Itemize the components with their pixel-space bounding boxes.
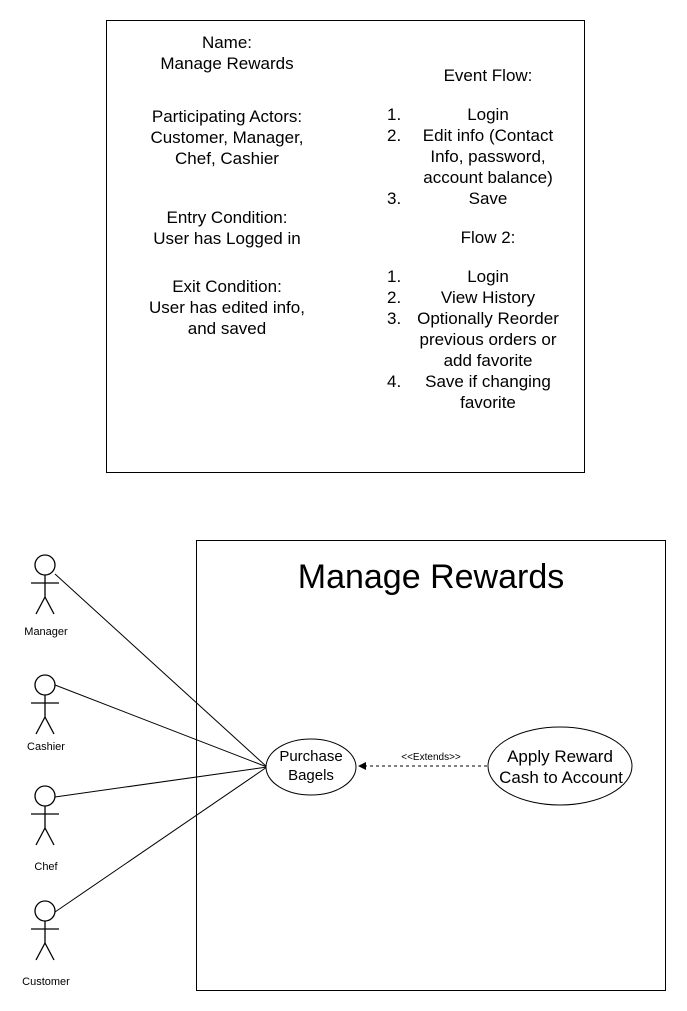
entry-condition-label: Entry Condition: — [166, 208, 288, 227]
event-flow-step-number: 2. — [387, 126, 402, 145]
actor-cashier: Cashier — [27, 674, 65, 753]
name-label: Name: — [201, 33, 253, 52]
use-case-specification-card: Name: Manage Rewards Participating Actor… — [106, 20, 585, 473]
event-flow-step-text: account balance) — [423, 168, 553, 187]
stick-figure-icon — [31, 785, 59, 846]
system-boundary — [196, 540, 666, 991]
event-flow-step-text: Edit info (Contact — [422, 126, 554, 145]
use-case-name: Manage Rewards — [160, 54, 294, 73]
association-chef — [54, 766, 268, 798]
flow-2-title: Flow 2: — [460, 228, 516, 247]
flow-2-step-text: favorite — [460, 393, 516, 412]
actor-label: Chef — [34, 861, 58, 873]
flow-2-step-text: Login — [467, 267, 509, 286]
stick-figure-icon — [31, 900, 59, 961]
exit-condition-line-2: and saved — [187, 319, 267, 338]
event-flow-step-number: 1. — [387, 105, 402, 124]
system-title: Manage Rewards — [298, 558, 564, 596]
event-flow-step-text: Save — [468, 189, 508, 208]
association-customer — [54, 766, 268, 913]
actor-label: Customer — [22, 976, 70, 988]
flow-2-step-text: View History — [440, 288, 536, 307]
actor-label: Manager — [24, 626, 68, 638]
extends-relationship: <<Extends>> — [358, 752, 487, 770]
flow-2-step-text: previous orders or — [419, 330, 557, 349]
exit-condition-label: Exit Condition: — [172, 277, 282, 296]
flow-2-step-text: Save if changing — [425, 372, 551, 391]
flow-2-step-number: 3. — [387, 309, 402, 328]
participating-actors-line-2: Chef, Cashier — [175, 149, 279, 168]
flow-2-step-number: 1. — [387, 267, 402, 286]
association-cashier — [54, 684, 268, 768]
participating-actors-line-1: Customer, Manager, — [150, 128, 304, 147]
stick-figure-icon — [31, 674, 59, 735]
flow-2-step-number: 2. — [387, 288, 402, 307]
use-case-label: Purchase — [279, 748, 342, 765]
extends-label: <<Extends>> — [401, 752, 461, 763]
event-flow-step-text: Info, password, — [430, 147, 546, 166]
actor-manager: Manager — [24, 554, 68, 638]
use-case-purchase-bagels: Purchase Bagels — [265, 738, 357, 796]
actor-label: Cashier — [27, 741, 65, 753]
stick-figure-icon — [31, 554, 59, 615]
association-manager — [54, 573, 268, 768]
event-flow-step-number: 3. — [387, 189, 402, 208]
use-case-apply-reward: Apply Reward Cash to Account — [487, 726, 633, 806]
flow-2-step-text: Optionally Reorder — [417, 309, 559, 328]
use-case-label: Bagels — [288, 767, 334, 784]
actor-associations — [54, 573, 268, 913]
actor-chef: Chef — [31, 785, 59, 873]
use-case-label: Cash to Account — [499, 768, 623, 787]
event-flow-step-text: Login — [467, 105, 509, 124]
use-case-label: Apply Reward — [507, 747, 613, 766]
exit-condition-line-1: User has edited info, — [149, 298, 305, 317]
event-flow-title: Event Flow: — [443, 66, 533, 85]
flow-2-step-number: 4. — [387, 372, 402, 391]
participating-actors-label: Participating Actors: — [151, 107, 303, 126]
flow-2-step-text: add favorite — [443, 351, 533, 370]
actor-customer: Customer — [22, 900, 70, 988]
entry-condition-value: User has Logged in — [153, 229, 301, 248]
